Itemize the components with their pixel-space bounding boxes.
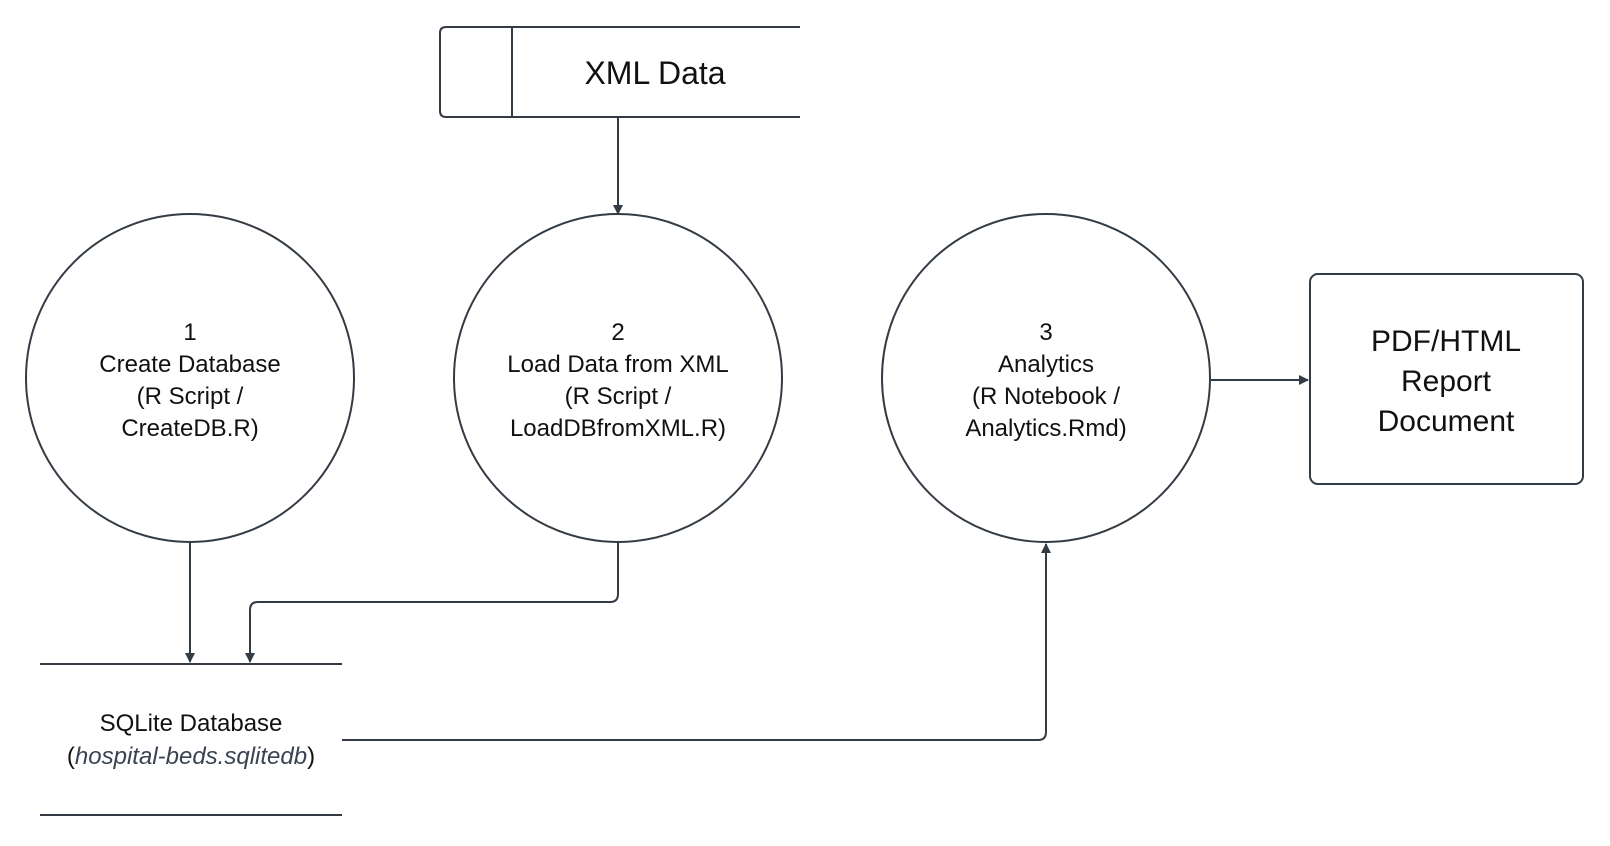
sqlite-data-store: SQLite Database (hospital-beds.sqlitedb) xyxy=(40,663,342,816)
process-3-detail-line1: (R Notebook / xyxy=(972,383,1120,410)
process-load-data: 2 Load Data from XML (R Script / LoadDBf… xyxy=(453,213,783,543)
xml-data-store: XML Data xyxy=(439,26,800,118)
process-1-detail-line2: CreateDB.R) xyxy=(121,415,258,442)
process-1-circle xyxy=(25,213,355,543)
process-2-number: 2 xyxy=(611,319,624,346)
process-analytics: 3 Analytics (R Notebook / Analytics.Rmd) xyxy=(881,213,1211,543)
process-create-database: 1 Create Database (R Script / CreateDB.R… xyxy=(25,213,355,543)
process-3-detail-line2: Analytics.Rmd) xyxy=(965,415,1126,442)
database-file-name: hospital-beds.sqlitedb xyxy=(75,743,307,770)
database-file-line: (hospital-beds.sqlitedb) xyxy=(67,743,315,770)
process-3-number: 3 xyxy=(1039,319,1052,346)
process-2-detail-line1: (R Script / xyxy=(565,383,672,410)
report-box xyxy=(1309,273,1584,485)
process-3-title: Analytics xyxy=(998,351,1094,378)
process-1-detail-line1: (R Script / xyxy=(137,383,244,410)
report-line3: Document xyxy=(1378,405,1515,438)
report-document: PDF/HTML Report Document xyxy=(1309,273,1584,485)
database-paren-close: ) xyxy=(307,743,315,770)
process-2-title: Load Data from XML xyxy=(507,351,728,378)
flow-load-to-database xyxy=(245,542,619,663)
process-2-circle xyxy=(453,213,783,543)
database-paren-open: ( xyxy=(67,743,75,770)
report-line2: Report xyxy=(1401,365,1492,398)
xml-data-label: XML Data xyxy=(584,55,725,91)
report-line1: PDF/HTML xyxy=(1371,325,1521,358)
flow-database-to-analytics xyxy=(342,543,1051,741)
process-3-circle xyxy=(881,213,1211,543)
process-2-detail-line2: LoadDBfromXML.R) xyxy=(510,415,726,442)
xml-data-store-outline xyxy=(439,26,800,118)
process-1-title: Create Database xyxy=(99,351,280,378)
database-title: SQLite Database xyxy=(100,710,283,737)
process-1-number: 1 xyxy=(183,319,196,346)
